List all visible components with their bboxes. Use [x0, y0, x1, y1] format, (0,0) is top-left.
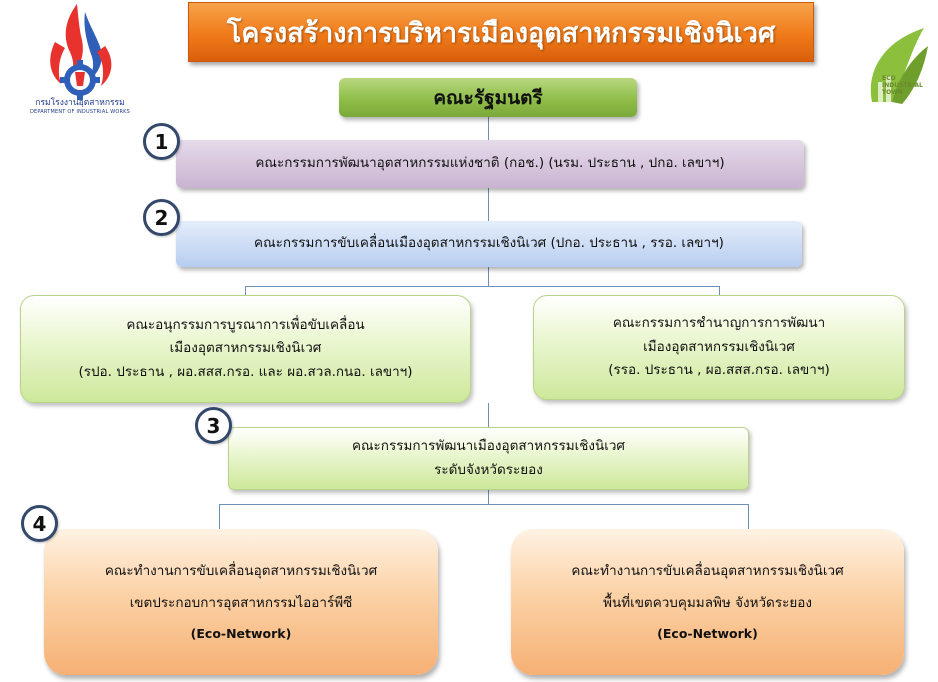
logo-right-line: TOWN [882, 88, 903, 96]
level3-line: คณะกรรมการพัฒนาเมืองอุตสาหกรรมเชิงนิเวศ [351, 437, 626, 454]
logo-left-name: กรมโรงงานอุตสาหกรรม [35, 98, 125, 108]
level-number-4: 4 [21, 505, 58, 542]
level1-label: คณะกรรมการพัฒนาอุตสาหกรรมแห่งชาติ (กอช.)… [255, 155, 725, 172]
connector-level2-branch [488, 267, 489, 286]
connector-branch-horizontal-bottom [219, 504, 748, 505]
wg-left-eco-network: (Eco-Network) [190, 626, 292, 642]
expert-committee-box: คณะกรรมการชำนาญการการพัฒนา เมืองอุตสาหกร… [533, 295, 905, 400]
logo-right-caption: ECO INDUSTRIAL TOWN [882, 75, 932, 97]
national-industrial-development-committee-box: คณะกรรมการพัฒนาอุตสาหกรรมแห่งชาติ (กอช.)… [176, 140, 804, 188]
connector-cabinet-level1 [488, 117, 489, 140]
connector-branch-left [245, 286, 246, 295]
level3-line: ระดับจังหวัดระยอง [434, 461, 543, 478]
connector-wg-left [219, 504, 220, 529]
cabinet-box: คณะรัฐมนตรี [339, 78, 637, 117]
sub-left-line: คณะอนุกรรมการบูรณาการเพื่อขับเคลื่อน [126, 316, 365, 333]
level-number-3: 3 [195, 407, 232, 444]
wg-right-eco-network: (Eco-Network) [657, 626, 758, 642]
logo-right-line: ECO [882, 75, 896, 82]
connector-to-level3 [488, 403, 489, 427]
connector-level1-level2 [488, 188, 489, 221]
logo-left-caption: กรมโรงงานอุตสาหกรรม DEPARTMENT OF INDUST… [18, 98, 142, 115]
connector-level3-branch [488, 490, 489, 504]
wg-left-line: เขตประกอบการอุตสาหกรรมไออาร์พีซี [129, 595, 353, 611]
pollution-control-zone-working-group-box: คณะทำงานการขับเคลื่อนอุตสาหกรรมเชิงนิเวศ… [511, 529, 904, 675]
department-of-industrial-works-logo [50, 4, 112, 100]
level2-label: คณะกรรมการขับเคลื่อนเมืองอุตสาหกรรมเชิงน… [254, 235, 724, 252]
wg-left-line: คณะทำงานการขับเคลื่อนอุตสาหกรรมเชิงนิเวศ [104, 562, 378, 579]
rayong-provincial-committee-box: คณะกรรมการพัฒนาเมืองอุตสาหกรรมเชิงนิเวศ … [228, 427, 749, 490]
wg-right-line: คณะทำงานการขับเคลื่อนอุตสาหกรรมเชิงนิเวศ [571, 562, 844, 579]
irpc-working-group-box: คณะทำงานการขับเคลื่อนอุตสาหกรรมเชิงนิเวศ… [44, 529, 438, 675]
sub-right-line: เมืองอุตสาหกรรมเชิงนิเวศ [643, 338, 795, 355]
connector-wg-right [748, 504, 749, 529]
sub-left-line: (รปอ. ประธาน , ผอ.สสส.กรอ. และ ผอ.สวล.กน… [78, 363, 413, 380]
level-number-1: 1 [143, 123, 180, 160]
sub-right-line: คณะกรรมการชำนาญการการพัฒนา [612, 315, 826, 332]
eco-industrial-town-logo [870, 28, 928, 104]
eco-industrial-town-driving-committee-box: คณะกรรมการขับเคลื่อนเมืองอุตสาหกรรมเชิงน… [176, 221, 802, 267]
page-title: โครงสร้างการบริหารเมืองอุตสาหกรรมเชิงนิเ… [188, 2, 814, 62]
sub-left-line: เมืองอุตสาหกรรมเชิงนิเวศ [169, 340, 322, 357]
level-number-2: 2 [143, 199, 180, 236]
logo-right-line: INDUSTRIAL [882, 81, 923, 89]
connector-branch-horizontal-top [245, 286, 719, 287]
logo-left-subtitle: DEPARTMENT OF INDUSTRIAL WORKS [29, 108, 131, 115]
wg-right-line: พื้นที่เขตควบคุมมลพิษ จังหวัดระยอง [603, 595, 812, 611]
connector-branch-right [719, 286, 720, 295]
integration-subcommittee-box: คณะอนุกรรมการบูรณาการเพื่อขับเคลื่อน เมื… [20, 295, 471, 403]
sub-right-line: (รรอ. ประธาน , ผอ.สสส.กรอ. เลขาฯ) [608, 362, 830, 379]
